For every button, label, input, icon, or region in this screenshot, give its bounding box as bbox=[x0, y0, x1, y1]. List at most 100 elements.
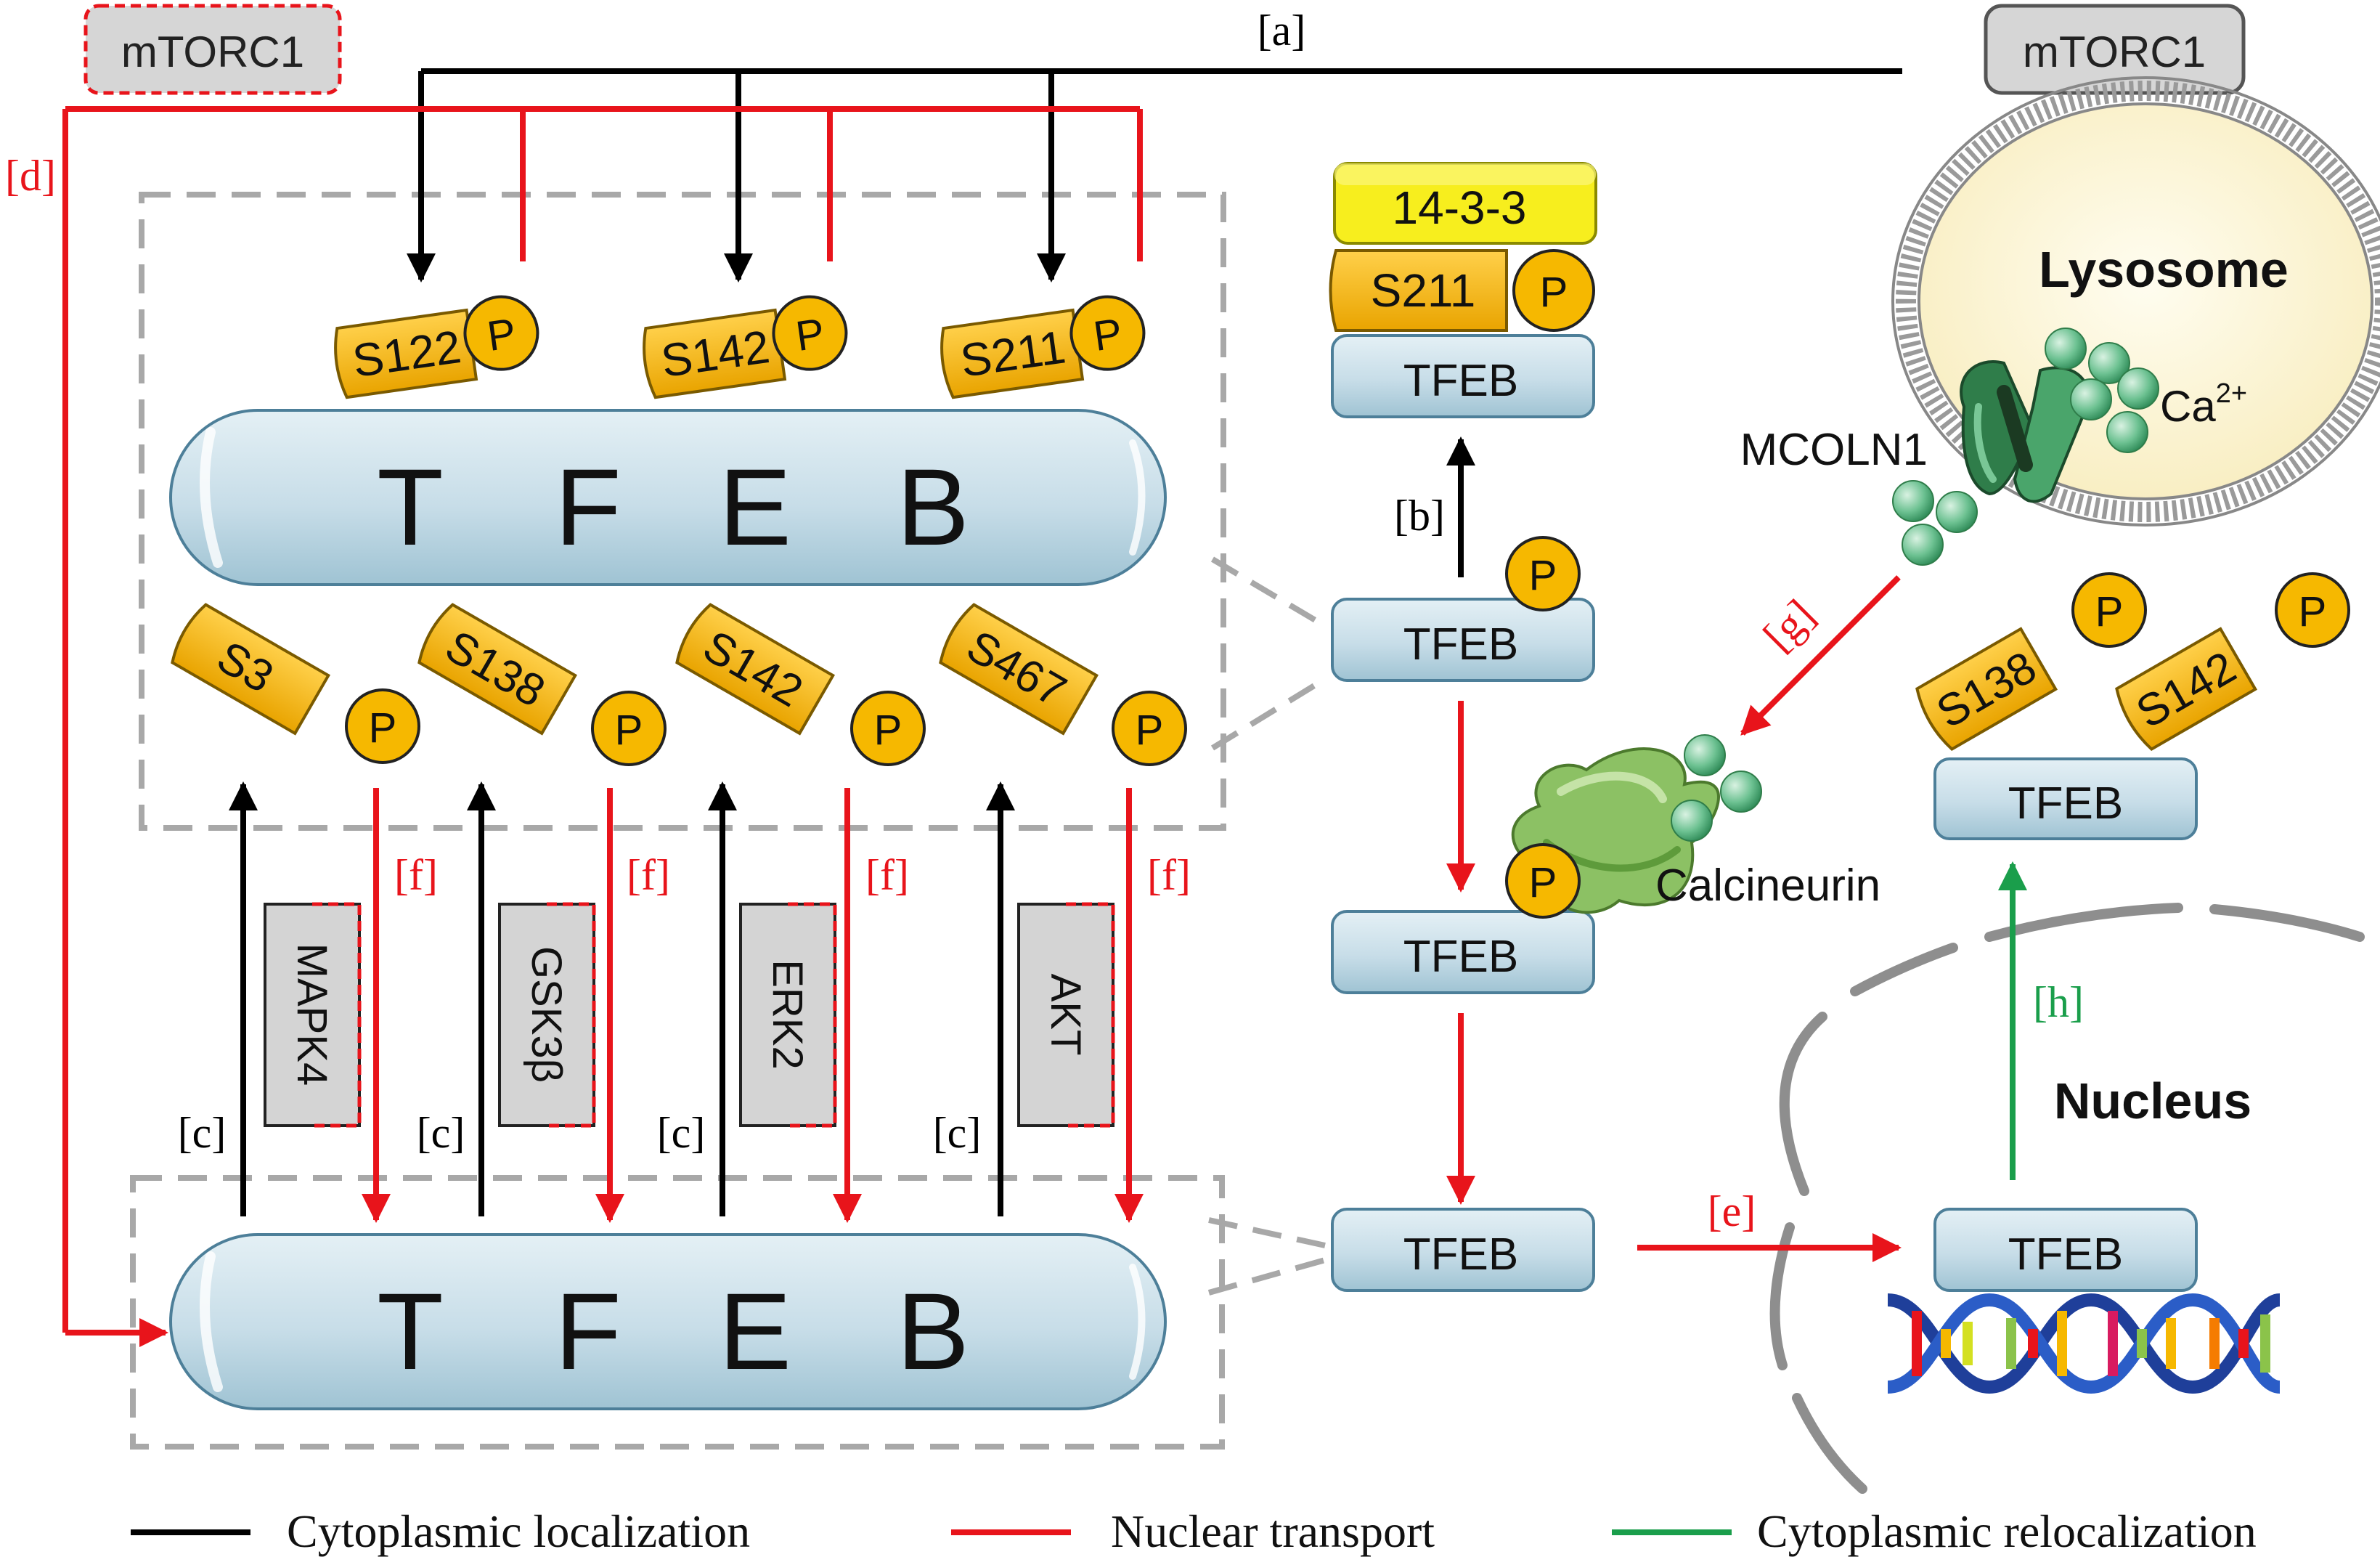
mtorc1-left-box bbox=[83, 4, 342, 95]
site-s122: S122 P bbox=[334, 295, 539, 399]
calcium-ion bbox=[2106, 411, 2148, 453]
calcium-ion bbox=[1671, 800, 1713, 842]
pathway-c-black bbox=[229, 781, 1015, 1216]
site-s142-bottom: S142 bbox=[675, 603, 836, 736]
upper-dashed-region bbox=[139, 192, 1226, 831]
zoom-line-lower-a bbox=[1208, 1217, 1326, 1248]
tfeb-upper-letter-f: F bbox=[555, 446, 622, 568]
calcium-ion bbox=[1936, 491, 1978, 533]
tfeb-small-label: TFEB bbox=[1403, 356, 1518, 406]
calcium-ion bbox=[1720, 771, 1762, 813]
label-f-2: [f] bbox=[627, 851, 670, 899]
phospho-p: P bbox=[1529, 552, 1557, 599]
dna-double-helix bbox=[1887, 1293, 2281, 1394]
calcium-ion bbox=[2117, 367, 2159, 410]
pathway-a-black bbox=[407, 68, 1902, 282]
calcineurin-label: Calcineurin bbox=[1655, 861, 1880, 911]
tfeb-small-label: TFEB bbox=[2008, 1229, 2123, 1280]
kinase-gsk3b: GSK3β bbox=[498, 902, 596, 1128]
tfeb-upper-letter-e: E bbox=[719, 446, 791, 568]
label-f-4: [f] bbox=[1147, 851, 1191, 899]
tfeb-relocalized: TFEB S138 P S142 P bbox=[1915, 572, 2350, 840]
phospho-circle-s142 bbox=[850, 691, 926, 766]
label-c-3: [c] bbox=[657, 1109, 706, 1157]
tfeb-nuclear: TFEB bbox=[1933, 1208, 2198, 1292]
label-e: [e] bbox=[1708, 1187, 1756, 1235]
calcium-label-superscript: 2+ bbox=[2216, 378, 2247, 409]
site-s138-bottom: S138 bbox=[417, 603, 578, 736]
phospho-p: P bbox=[484, 309, 518, 360]
kinase-akt: AKT bbox=[1017, 902, 1115, 1128]
kinase-erk2: ERK2 bbox=[739, 902, 837, 1128]
calcium-ion bbox=[1892, 480, 1934, 522]
tfeb-upper-large: T F E B bbox=[169, 409, 1167, 586]
calcium-ion bbox=[1902, 524, 1944, 566]
mtorc1-right-label: mTORC1 bbox=[2023, 28, 2206, 76]
phospho-p: P bbox=[615, 707, 643, 754]
tfeb-small-label: TFEB bbox=[1403, 932, 1518, 982]
site-s142-relocalized: S142 bbox=[2115, 627, 2258, 752]
lysosome bbox=[1891, 76, 2380, 527]
label-c-2: [c] bbox=[417, 1109, 465, 1157]
tfeb-lower-large: T F E B bbox=[169, 1233, 1167, 1410]
phospho-circle-s3 bbox=[345, 688, 420, 764]
site-s142-top: S142 P bbox=[643, 295, 848, 399]
tfeb-lower-letter-e: E bbox=[719, 1270, 791, 1392]
tfeb-small-label: TFEB bbox=[1403, 619, 1518, 670]
legend-label-cytoplasmic-localization: Cytoplasmic localization bbox=[287, 1505, 750, 1557]
label-d: [d] bbox=[5, 152, 56, 200]
site-s138-relocalized: S138 bbox=[1915, 627, 2058, 752]
tfeb-small-label: TFEB bbox=[2008, 779, 2123, 829]
label-c-4: [c] bbox=[933, 1109, 982, 1157]
calcium-label-ca: Ca bbox=[2160, 382, 2216, 431]
tfeb-calcineurin-bound: TFEB bbox=[1331, 910, 1595, 994]
zoom-line-lower-b bbox=[1207, 1257, 1326, 1296]
phospho-p: P bbox=[1091, 309, 1125, 360]
legend: Cytoplasmic localization Nuclear transpo… bbox=[131, 1505, 2257, 1557]
tfeb-lower-letter-t: T bbox=[377, 1270, 444, 1392]
mcoln1-channel bbox=[1960, 360, 2090, 503]
site-s211-top: S211 P bbox=[940, 295, 1146, 399]
label-f-3: [f] bbox=[865, 851, 909, 899]
site-s3: S3 bbox=[171, 603, 331, 736]
nucleus-label: Nucleus bbox=[2054, 1073, 2251, 1129]
label-b: [b] bbox=[1394, 492, 1445, 540]
zoom-line-upper-a bbox=[1210, 556, 1327, 629]
calcium-ion bbox=[2045, 328, 2087, 370]
mcoln1-label: MCOLN1 bbox=[1740, 425, 1928, 475]
protein-label-14-3-3: 14-3-3 bbox=[1393, 182, 1527, 234]
tfeb-phospho-middle: TFEB P bbox=[1331, 536, 1595, 682]
lower-dashed-region bbox=[130, 1175, 1225, 1450]
phospho-p: P bbox=[874, 707, 902, 754]
tfeb-small-label: TFEB bbox=[1403, 1229, 1518, 1280]
kinase-label-mapk4: MAPK4 bbox=[288, 943, 335, 1086]
phospho-p: P bbox=[1136, 707, 1164, 754]
label-a: [a] bbox=[1258, 7, 1306, 54]
kinase-mapk4: MAPK4 bbox=[264, 902, 362, 1128]
complex-14-3-3: 14-3-3 S211 P TFEB bbox=[1329, 162, 1597, 418]
label-f-1: [f] bbox=[394, 851, 438, 899]
zoom-line-upper-b bbox=[1210, 676, 1327, 751]
mtorc1-left-label: mTORC1 bbox=[121, 28, 304, 76]
phospho-p: P bbox=[2299, 588, 2327, 635]
phospho-p: P bbox=[1529, 859, 1557, 906]
label-g: [g] bbox=[1754, 590, 1824, 660]
kinase-label-erk2: ERK2 bbox=[764, 959, 811, 1070]
label-c-1: [c] bbox=[178, 1109, 227, 1157]
kinase-label-gsk3b: GSK3β bbox=[523, 946, 570, 1083]
site-s467: S467 bbox=[939, 603, 1099, 736]
phospho-circle-calcineurin bbox=[1505, 843, 1581, 919]
tfeb-lower-letter-b: B bbox=[897, 1270, 969, 1392]
pathway-f-red bbox=[362, 788, 1144, 1223]
calcium-label: Ca2+ bbox=[2160, 378, 2247, 431]
legend-label-cytoplasmic-relocalization: Cytoplasmic relocalization bbox=[1757, 1505, 2257, 1557]
pathway-d-red bbox=[62, 106, 1143, 1347]
phospho-p: P bbox=[1540, 269, 1568, 316]
calcium-ion bbox=[2088, 342, 2130, 384]
phospho-p: P bbox=[2095, 588, 2124, 635]
phospho-p: P bbox=[369, 704, 397, 752]
tfeb-upper-letter-t: T bbox=[377, 446, 444, 568]
tfeb-lower-letter-f: F bbox=[555, 1270, 622, 1392]
legend-label-nuclear-transport: Nuclear transport bbox=[1111, 1505, 1435, 1557]
